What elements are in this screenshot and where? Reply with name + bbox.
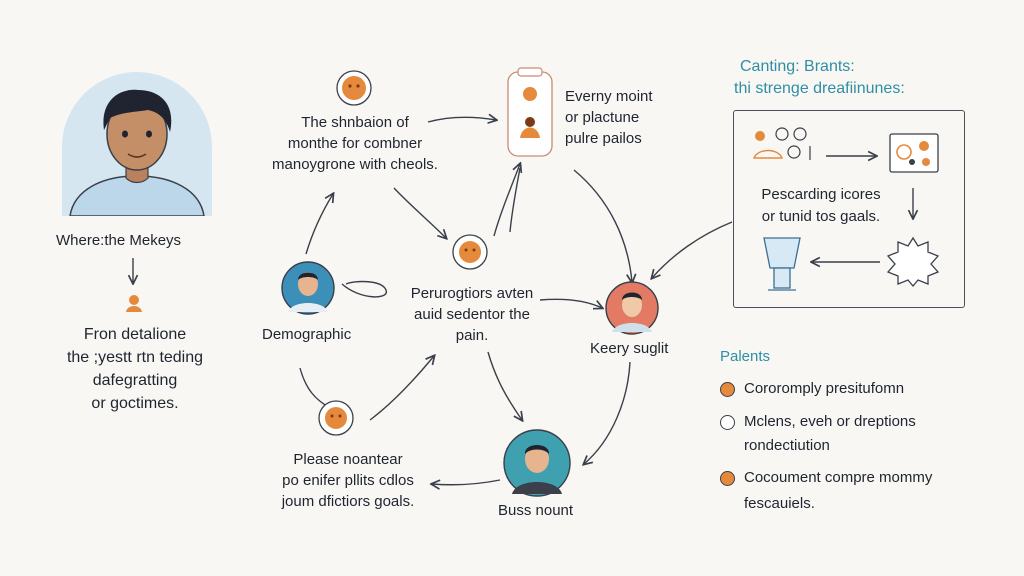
bottom-left-line: Please noantear xyxy=(293,451,403,468)
bottom-left-line: po enifer pllits cdlos xyxy=(282,472,414,489)
right-box-line: Pescarding icores xyxy=(761,186,881,203)
legend-item-line: Cocoument compre mommy xyxy=(744,469,933,486)
top-right-line: Everny moint xyxy=(565,88,653,105)
faces-group-icon xyxy=(752,127,811,160)
person-portrait-icon xyxy=(69,89,205,216)
center-line: pain. xyxy=(455,327,489,344)
left-note-line: or goctimes. xyxy=(91,395,179,412)
left-note: Fron detalione the ;yestt rtn teding daf… xyxy=(50,323,220,415)
product-jar-icon xyxy=(507,67,553,157)
right-box-text: Pescarding icores or tunid tos gaals. xyxy=(748,184,894,228)
top-node-line: manoygrone with cheols. xyxy=(272,156,438,173)
person-caption: Where:the Mekeys xyxy=(56,232,182,249)
left-note-line: Fron detalione xyxy=(83,326,187,343)
top-right-line: pulre pailos xyxy=(565,130,642,147)
orange-face-icon xyxy=(336,70,372,106)
left-note-line: dafegratting xyxy=(92,372,178,389)
demographic-label: Demographic xyxy=(262,326,352,343)
orange-dot-icon xyxy=(720,382,735,397)
bottom-left-orange-icon xyxy=(318,400,354,436)
left-note-line: the ;yestt rtn teding xyxy=(66,349,204,366)
top-node-text: The shnbaion of monthe for combner manoy… xyxy=(250,112,460,175)
cup-icon xyxy=(763,237,801,291)
right-box-line: or tunid tos gaals. xyxy=(761,208,881,225)
bottom-avatar-icon xyxy=(503,429,571,497)
center-line: Perurogtiors avten xyxy=(410,285,534,302)
bottom-avatar-label: Buss nount xyxy=(498,502,574,519)
small-figure-icon xyxy=(126,295,142,312)
person-portrait-card xyxy=(62,72,212,216)
top-right-line: or plactune xyxy=(565,109,640,126)
center-orange-face-icon xyxy=(452,234,488,270)
center-node-text: Perurogtiors avten auid sedentor the pai… xyxy=(394,283,550,346)
legend-item-line: fescauiels. xyxy=(744,495,815,512)
legend-title: Palents xyxy=(720,348,771,365)
cloud-burst-icon xyxy=(886,236,940,288)
right-title-line: Canting: Brants: xyxy=(740,58,855,75)
dashboard-board-icon xyxy=(889,133,939,173)
bottom-left-node-text: Please noantear po enifer pllits cdlos j… xyxy=(262,449,434,512)
legend-item-label: Mclens, eveh or dreptions rondectiution xyxy=(744,411,916,457)
info-circle-icon xyxy=(720,415,735,430)
top-right-node-text: Everny moint or plactune pulre pailos xyxy=(565,86,653,149)
right-panel-title: Canting: Brants: thi strenge dreafiinune… xyxy=(720,56,905,100)
demographic-avatar-icon xyxy=(281,261,335,315)
right-title-line: thi strenge dreafiinunes: xyxy=(734,80,905,97)
right-avatar-icon xyxy=(605,281,659,335)
top-node-line: monthe for combner xyxy=(287,135,423,152)
right-avatar-label: Keery suglit xyxy=(590,340,669,357)
legend-item-label: Cocoument compre mommy fescauiels. xyxy=(744,467,932,515)
top-node-line: The shnbaion of xyxy=(301,114,409,131)
right-panel-box xyxy=(733,110,965,308)
orange-dot-icon xyxy=(720,471,735,486)
center-line: auid sedentor the xyxy=(414,306,530,323)
legend-item-line: rondectiution xyxy=(744,437,830,454)
legend-item-label: Cororomply presitufomn xyxy=(744,380,905,397)
legend-item-line: Mclens, eveh or dreptions xyxy=(744,413,916,430)
bottom-left-line: joum dfictiors goals. xyxy=(281,493,415,510)
